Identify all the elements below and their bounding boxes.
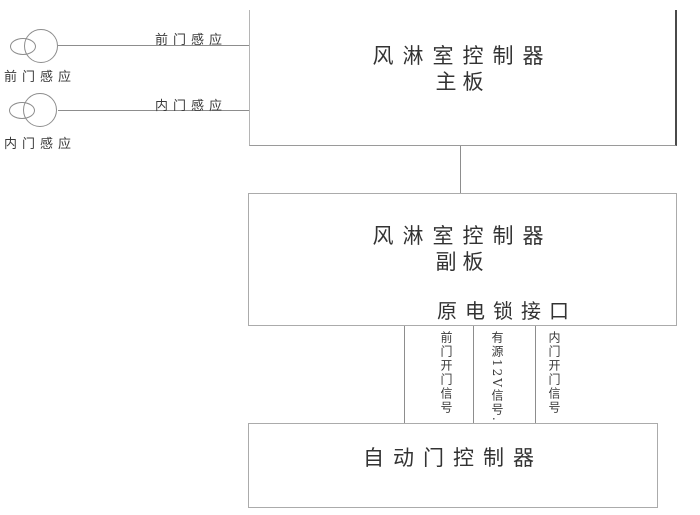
main-board-title: 风淋室控制器 — [372, 44, 553, 68]
inner-door-open-signal-wire — [535, 326, 536, 423]
front-door-sensor-wire-label: 前门感应 — [155, 33, 228, 48]
front-door-sensor-icon — [24, 29, 58, 63]
board-connector-wire — [460, 146, 461, 193]
door-controller-title: 自动门控制器 — [363, 446, 543, 470]
front-door-sensor-wire — [58, 45, 250, 46]
active-12v-signal-label: 有源12V信号. — [490, 331, 504, 423]
main-board-box: 风淋室控制器 主板 — [249, 10, 677, 146]
front-door-sensor-label: 前门感应 — [4, 70, 77, 85]
inner-door-sensor-wire-label: 内门感应 — [155, 99, 228, 114]
sub-board-title: 风淋室控制器 — [372, 224, 553, 248]
sub-board-subtitle: 副板 — [435, 250, 490, 274]
inner-door-sensor-icon — [23, 93, 57, 127]
inner-door-sensor-label: 内门感应 — [4, 137, 77, 152]
main-board-subtitle: 主板 — [435, 70, 490, 94]
lock-port-label: 原电锁接口 — [437, 299, 577, 323]
front-door-open-signal-label: 前门开门信号 — [439, 331, 453, 415]
inner-door-sensor-wire — [58, 110, 250, 111]
door-controller-box: 自动门控制器 — [248, 423, 658, 508]
sub-board-box: 风淋室控制器 副板 原电锁接口 — [248, 193, 677, 326]
inner-door-open-signal-label: 内门开门信号 — [547, 331, 561, 415]
active-12v-signal-wire — [473, 326, 474, 423]
front-door-open-signal-wire — [404, 326, 405, 423]
